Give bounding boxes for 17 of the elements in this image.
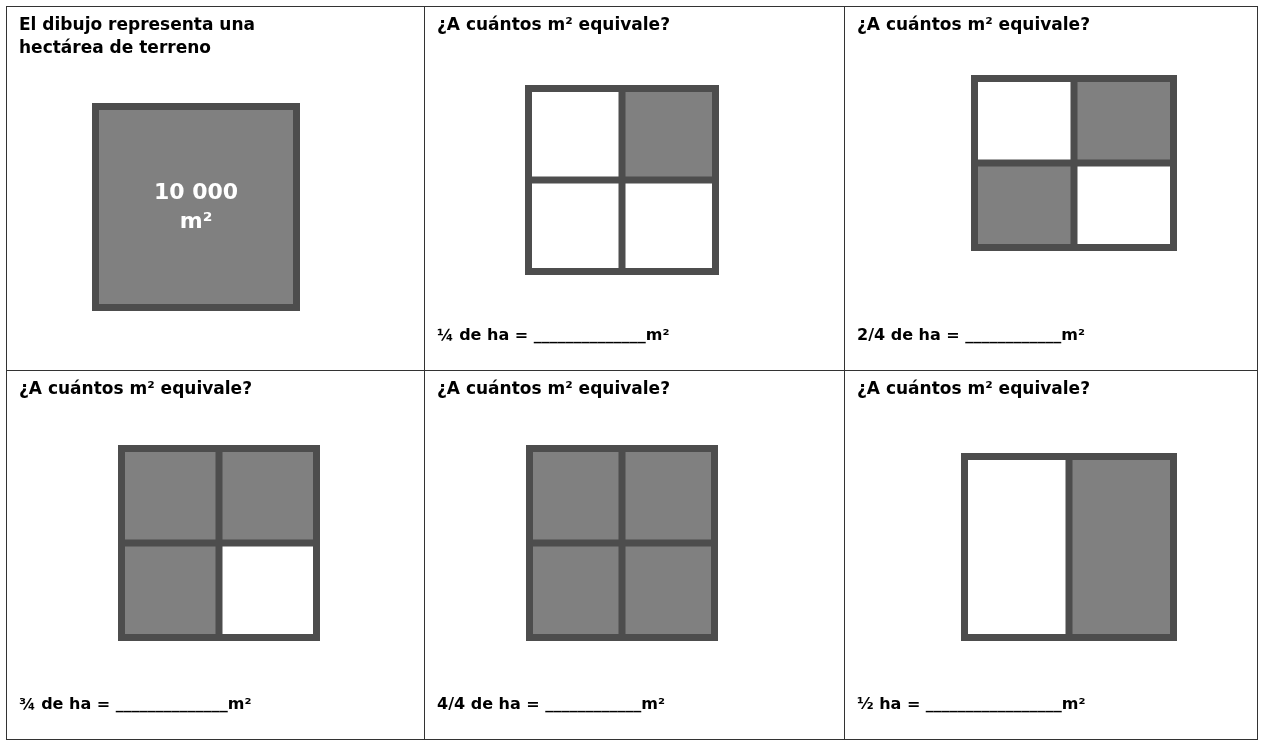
worksheet-cell (844, 6, 1258, 371)
question-text: El dibujo representa una hectárea de terreno (19, 13, 256, 59)
area-label: 10 000 m² (152, 178, 240, 235)
question-text: ¿A cuántos m² equivale? (857, 13, 1090, 36)
question-text: ¿A cuántos m² equivale? (437, 377, 670, 400)
worksheet-cell (6, 6, 425, 371)
worksheet-cell (844, 370, 1258, 740)
hectare-square (92, 103, 300, 311)
question-text: ¿A cuántos m² equivale? (857, 377, 1090, 400)
question-text: ¿A cuántos m² equivale? (19, 377, 252, 400)
fill-in-line: 4/4 de ha = ____________m² (437, 694, 665, 713)
question-text: ¿A cuántos m² equivale? (437, 13, 670, 36)
fill-in-line: ¼ de ha = ______________m² (437, 325, 670, 344)
fill-in-line: ½ ha = _________________m² (857, 694, 1086, 713)
fill-in-line: 2/4 de ha = ____________m² (857, 325, 1085, 344)
worksheet-cell (6, 370, 425, 740)
fill-in-line: ¾ de ha = ______________m² (19, 694, 252, 713)
